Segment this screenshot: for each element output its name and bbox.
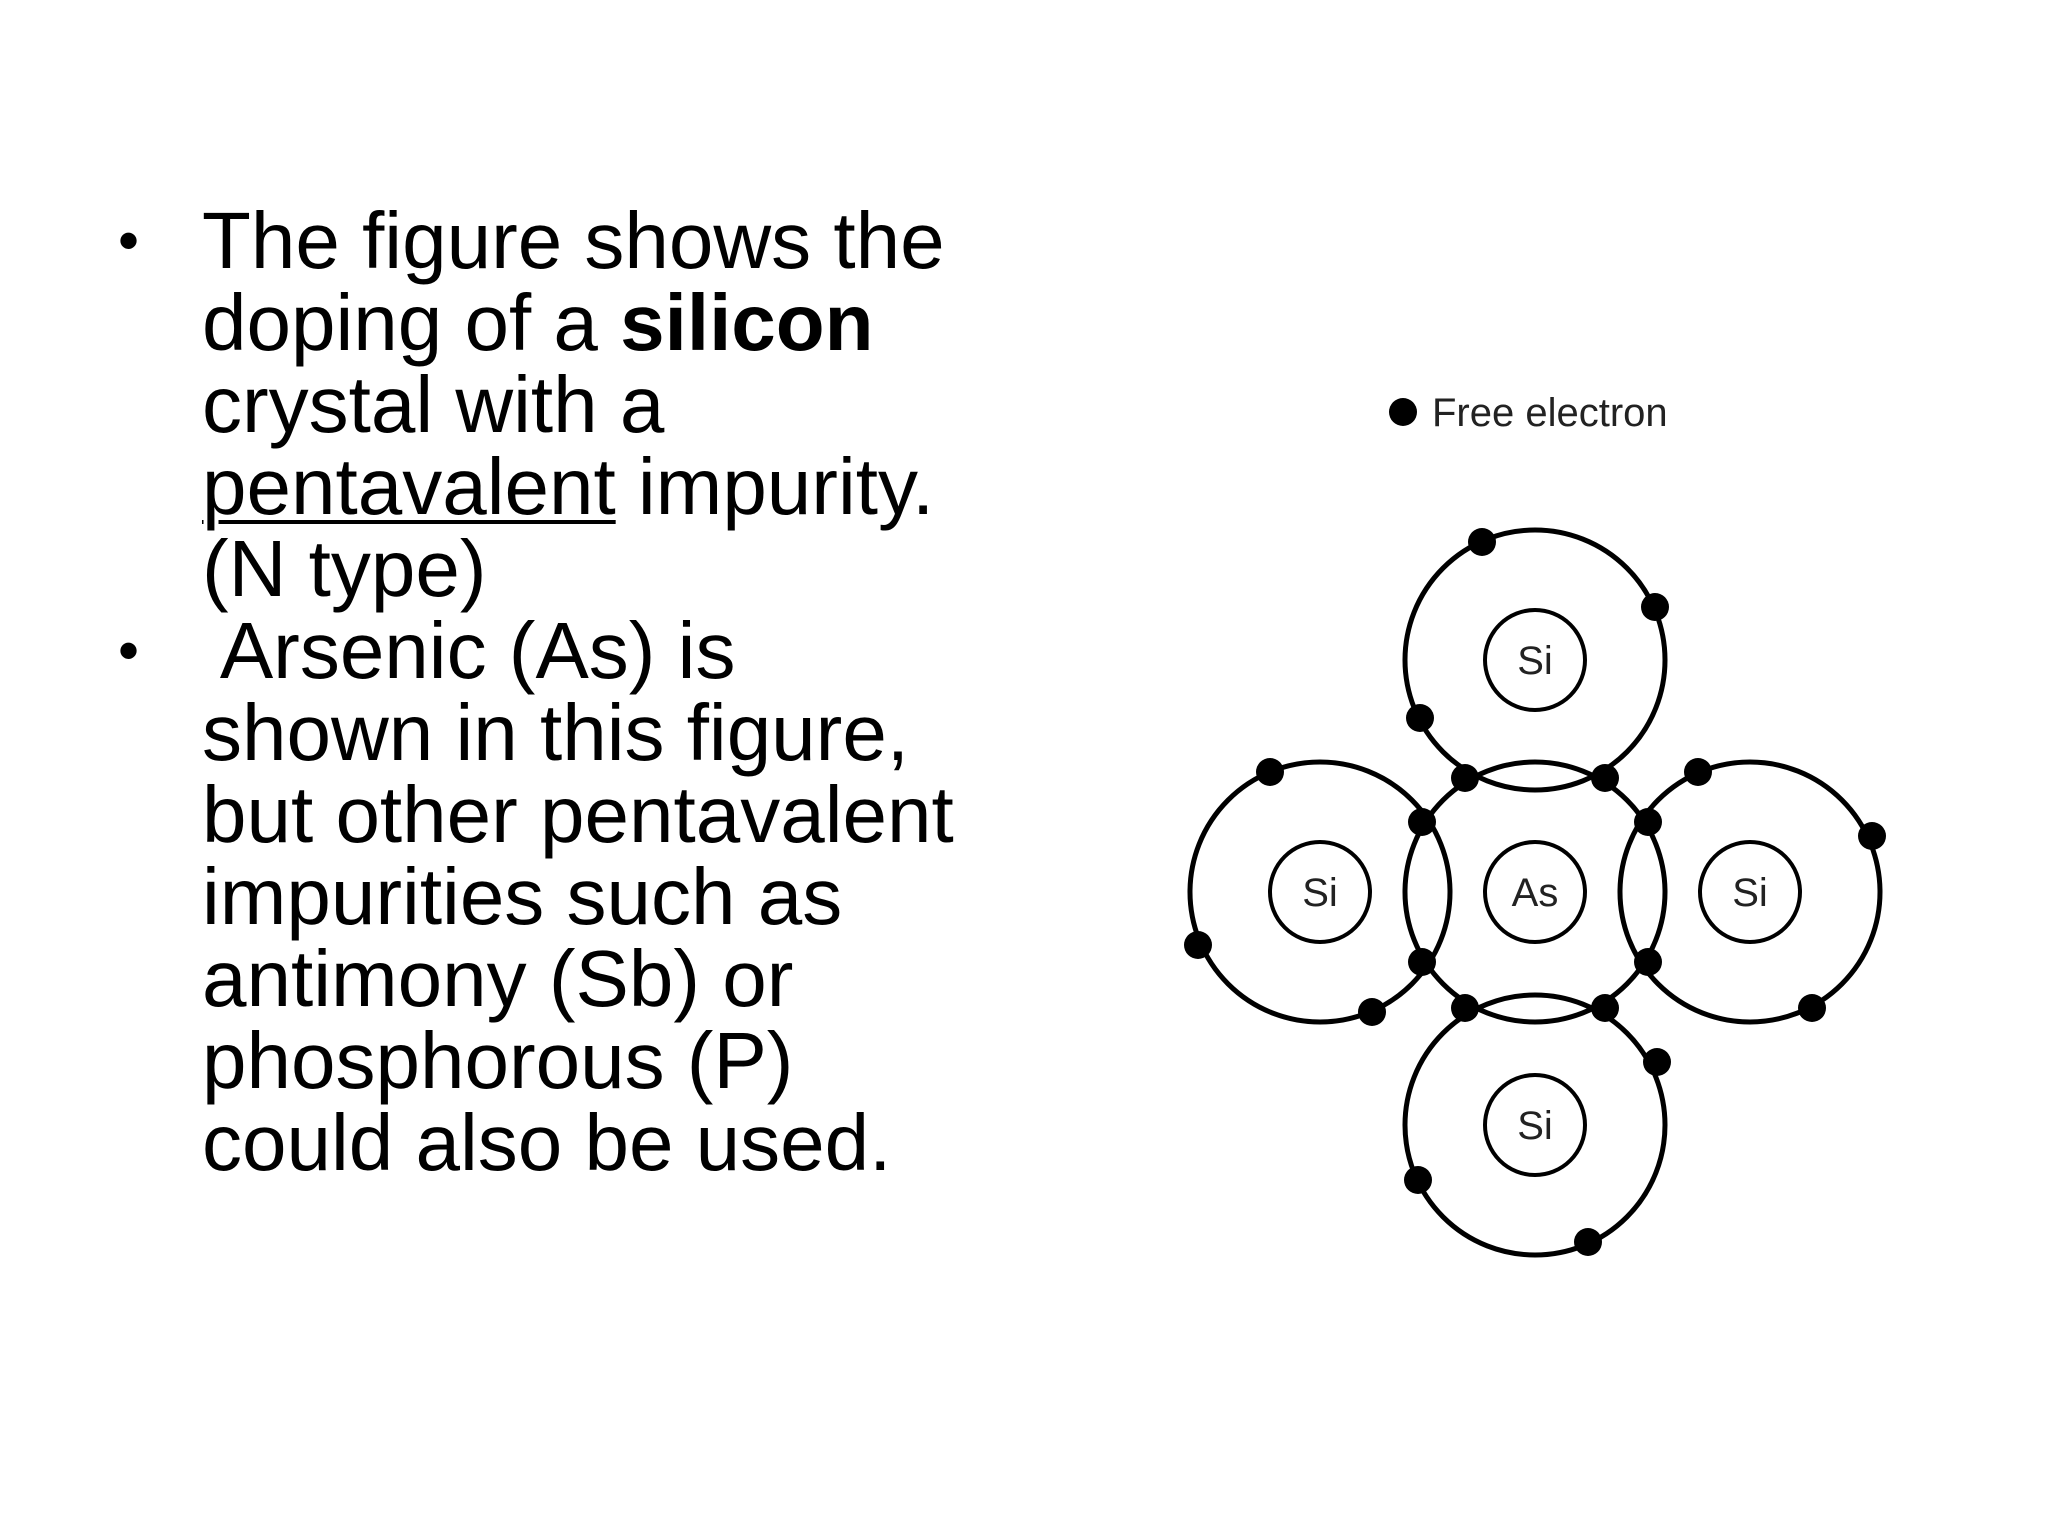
electron [1641,593,1669,621]
bullet-marker: • [118,617,140,684]
bond-electron [1451,764,1479,792]
center-atom-core [1483,840,1587,944]
left-atom-label: Si [1302,871,1338,915]
top-atom-label: Si [1517,639,1553,683]
bullet-text-1: The figure shows the doping of a silicon… [202,200,998,610]
electron [1256,758,1284,786]
electron [1468,528,1496,556]
bottom-atom-core [1483,1073,1587,1177]
electron [1404,1166,1432,1194]
atom-cores [1268,608,1802,1177]
bond-electron [1634,948,1662,976]
bullet-marker: • [118,207,140,274]
bond-electron [1634,808,1662,836]
bottom-atom-shell [1402,992,1668,1258]
top-atom-shell [1402,527,1668,793]
bullet-2-line-1: Arsenic (As) is [202,606,736,695]
underlined-pentavalent: pentavalent [202,442,616,531]
electrons [1184,528,1886,1256]
bullet-list: • The figure shows the doping of a silic… [118,200,998,1184]
top-atom-core [1483,608,1587,712]
bullet-1-line-1: The figure shows the [202,196,945,285]
center-atom-label: As [1512,871,1559,915]
bullet-2-line-5: antimony (Sb) or [202,934,794,1023]
bond-electron [1408,948,1436,976]
left-atom-shell [1187,759,1453,1025]
bullet-2-line-3: but other pentavalent [202,770,954,859]
electron [1574,1228,1602,1256]
legend-label: Free electron [1432,391,1668,435]
electron [1858,822,1886,850]
bullet-2-line-7: could also be used. [202,1098,892,1187]
bullet-item-2: • Arsenic (As) is shown in this figure, … [118,610,998,1184]
electron [1406,704,1434,732]
right-atom-label: Si [1732,871,1768,915]
electron [1358,998,1386,1026]
bullet-2-line-4: impurities such as [202,852,843,941]
doping-diagram: Free electron Si Si As Si Si [1184,391,1886,1258]
free-electron-legend-dot [1389,398,1417,426]
bullet-1-line-5: (N type) [202,524,487,613]
bullet-text-2: Arsenic (As) is shown in this figure, bu… [202,610,998,1184]
electron [1643,1048,1671,1076]
valence-shells [1187,527,1883,1258]
bullet-1-line-3: crystal with a [202,360,665,449]
bold-silicon: silicon [620,278,874,367]
bottom-atom-label: Si [1517,1104,1553,1148]
right-atom-core [1698,840,1802,944]
bond-electron [1591,994,1619,1022]
left-atom-core [1268,840,1372,944]
bond-electron [1591,764,1619,792]
atom-labels: Si Si As Si Si [1302,639,1768,1148]
electron [1798,994,1826,1022]
bond-electron [1408,808,1436,836]
bond-electron [1451,994,1479,1022]
center-atom-shell [1402,759,1668,1025]
bullet-1-line-4: pentavalent impurity. [202,442,935,531]
legend: Free electron [1389,391,1668,435]
bullet-2-line-6: phosphorous (P) [202,1016,794,1105]
bullet-1-line-2: doping of a silicon [202,278,874,367]
electron [1684,758,1712,786]
right-atom-shell [1617,759,1883,1025]
electron [1184,931,1212,959]
bullet-2-line-2: shown in this figure, [202,688,910,777]
bullet-item-1: • The figure shows the doping of a silic… [118,200,998,610]
